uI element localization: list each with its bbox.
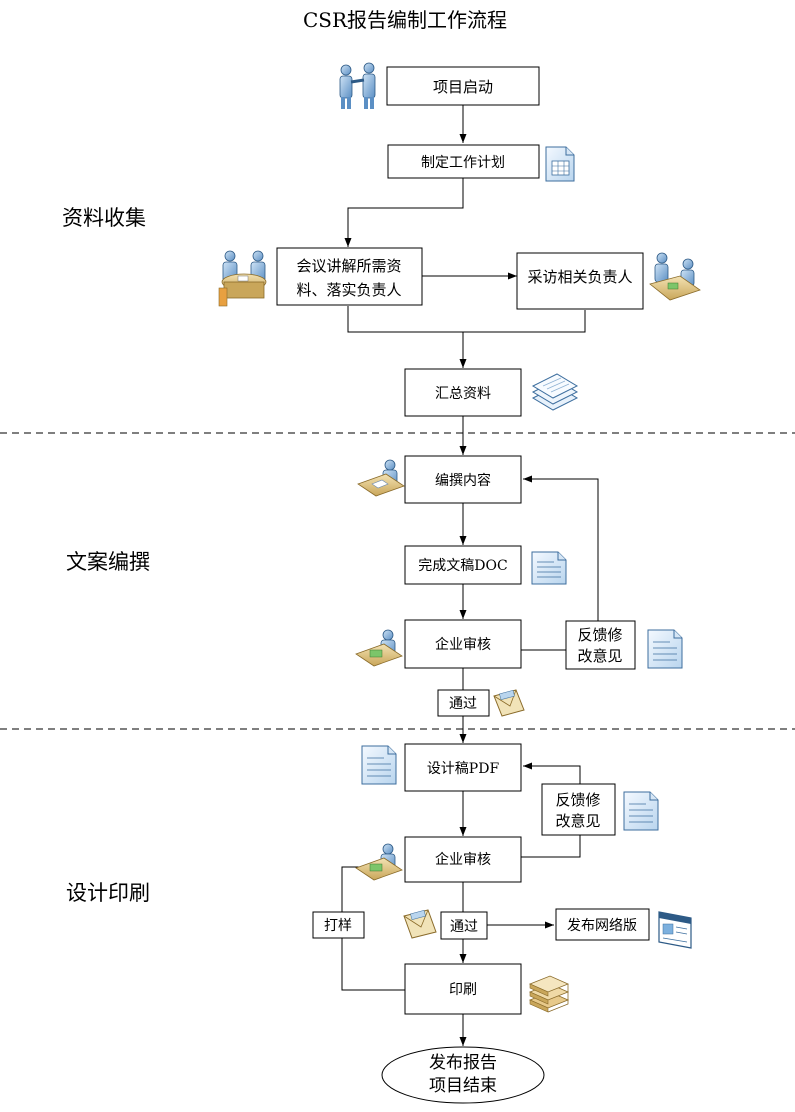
process-web: 发布网络版 (555, 908, 650, 941)
process-plan: 制定工作计划 (387, 144, 540, 179)
svg-text:发布报告: 发布报告 (429, 1053, 497, 1073)
svg-text:项目启动: 项目启动 (433, 78, 493, 96)
writer-at-desk-icon (355, 629, 403, 667)
svg-text:项目结束: 项目结束 (429, 1076, 497, 1096)
process-review-1: 企业审核 (404, 619, 522, 669)
process-interview: 采访相关负责人 (516, 252, 644, 310)
envelope-icon (403, 909, 437, 939)
paper-stack-icon (531, 373, 579, 411)
document-icon (647, 629, 683, 669)
process-start: 项目启动 (386, 66, 540, 106)
web-page-icon (658, 911, 692, 949)
svg-text:编撰内容: 编撰内容 (435, 472, 491, 489)
section-label-write: 文案编撰 (66, 550, 150, 574)
feedback-box-2: 反馈修 改意见 (541, 783, 616, 836)
section-label-design: 设计印刷 (66, 881, 150, 905)
diagram-title: CSR报告编制工作流程 (303, 8, 507, 32)
svg-text:发布网络版: 发布网络版 (567, 918, 637, 934)
section-label-collect: 资料收集 (62, 206, 146, 230)
process-review-2: 企业审核 (404, 836, 522, 883)
svg-text:印刷: 印刷 (449, 982, 477, 998)
document-icon (531, 551, 567, 585)
svg-text:料、落实负责人: 料、落实负责人 (296, 281, 401, 299)
proof-label: 打样 (312, 911, 365, 939)
process-summary: 汇总资料 (404, 368, 522, 417)
document-icon (361, 745, 397, 785)
svg-text:通过: 通过 (450, 919, 478, 935)
feedback-box-1: 反馈修 改意见 (565, 620, 636, 670)
svg-text:设计稿PDF: 设计稿PDF (427, 761, 500, 777)
svg-text:制定工作计划: 制定工作计划 (421, 155, 505, 171)
svg-text:企业审核: 企业审核 (435, 636, 491, 653)
book-stack-icon (528, 975, 570, 1013)
process-meeting: 会议讲解所需资 料、落实负责人 (276, 247, 423, 306)
svg-text:采访相关负责人: 采访相关负责人 (527, 268, 632, 286)
svg-text:汇总资料: 汇总资料 (435, 386, 491, 402)
svg-text:企业审核: 企业审核 (435, 851, 491, 868)
svg-text:会议讲解所需资: 会议讲解所需资 (296, 257, 401, 275)
svg-text:反馈修: 反馈修 (555, 791, 600, 809)
writer-at-desk-icon (357, 459, 405, 497)
svg-text:改意见: 改意见 (555, 812, 600, 830)
process-print: 印刷 (404, 963, 522, 1015)
pass-label-2: 通过 (440, 911, 488, 940)
envelope-icon (493, 689, 525, 717)
meeting-icon (218, 250, 267, 307)
svg-text:完成文稿DOC: 完成文稿DOC (418, 558, 507, 574)
writer-at-desk-icon (355, 843, 403, 881)
process-compose: 编撰内容 (404, 455, 522, 504)
spreadsheet-icon (545, 146, 575, 182)
process-doc: 完成文稿DOC (404, 545, 522, 585)
interview-icon (649, 252, 701, 301)
process-pdf: 设计稿PDF (404, 743, 522, 792)
handshake-icon (339, 62, 376, 109)
process-end: 发布报告 项目结束 (381, 1046, 545, 1104)
svg-text:打样: 打样 (324, 917, 352, 934)
svg-text:反馈修: 反馈修 (577, 626, 622, 644)
document-icon (623, 791, 659, 831)
svg-text:改意见: 改意见 (577, 647, 622, 665)
pass-label-1: 通过 (437, 689, 490, 717)
svg-text:通过: 通过 (449, 696, 477, 712)
